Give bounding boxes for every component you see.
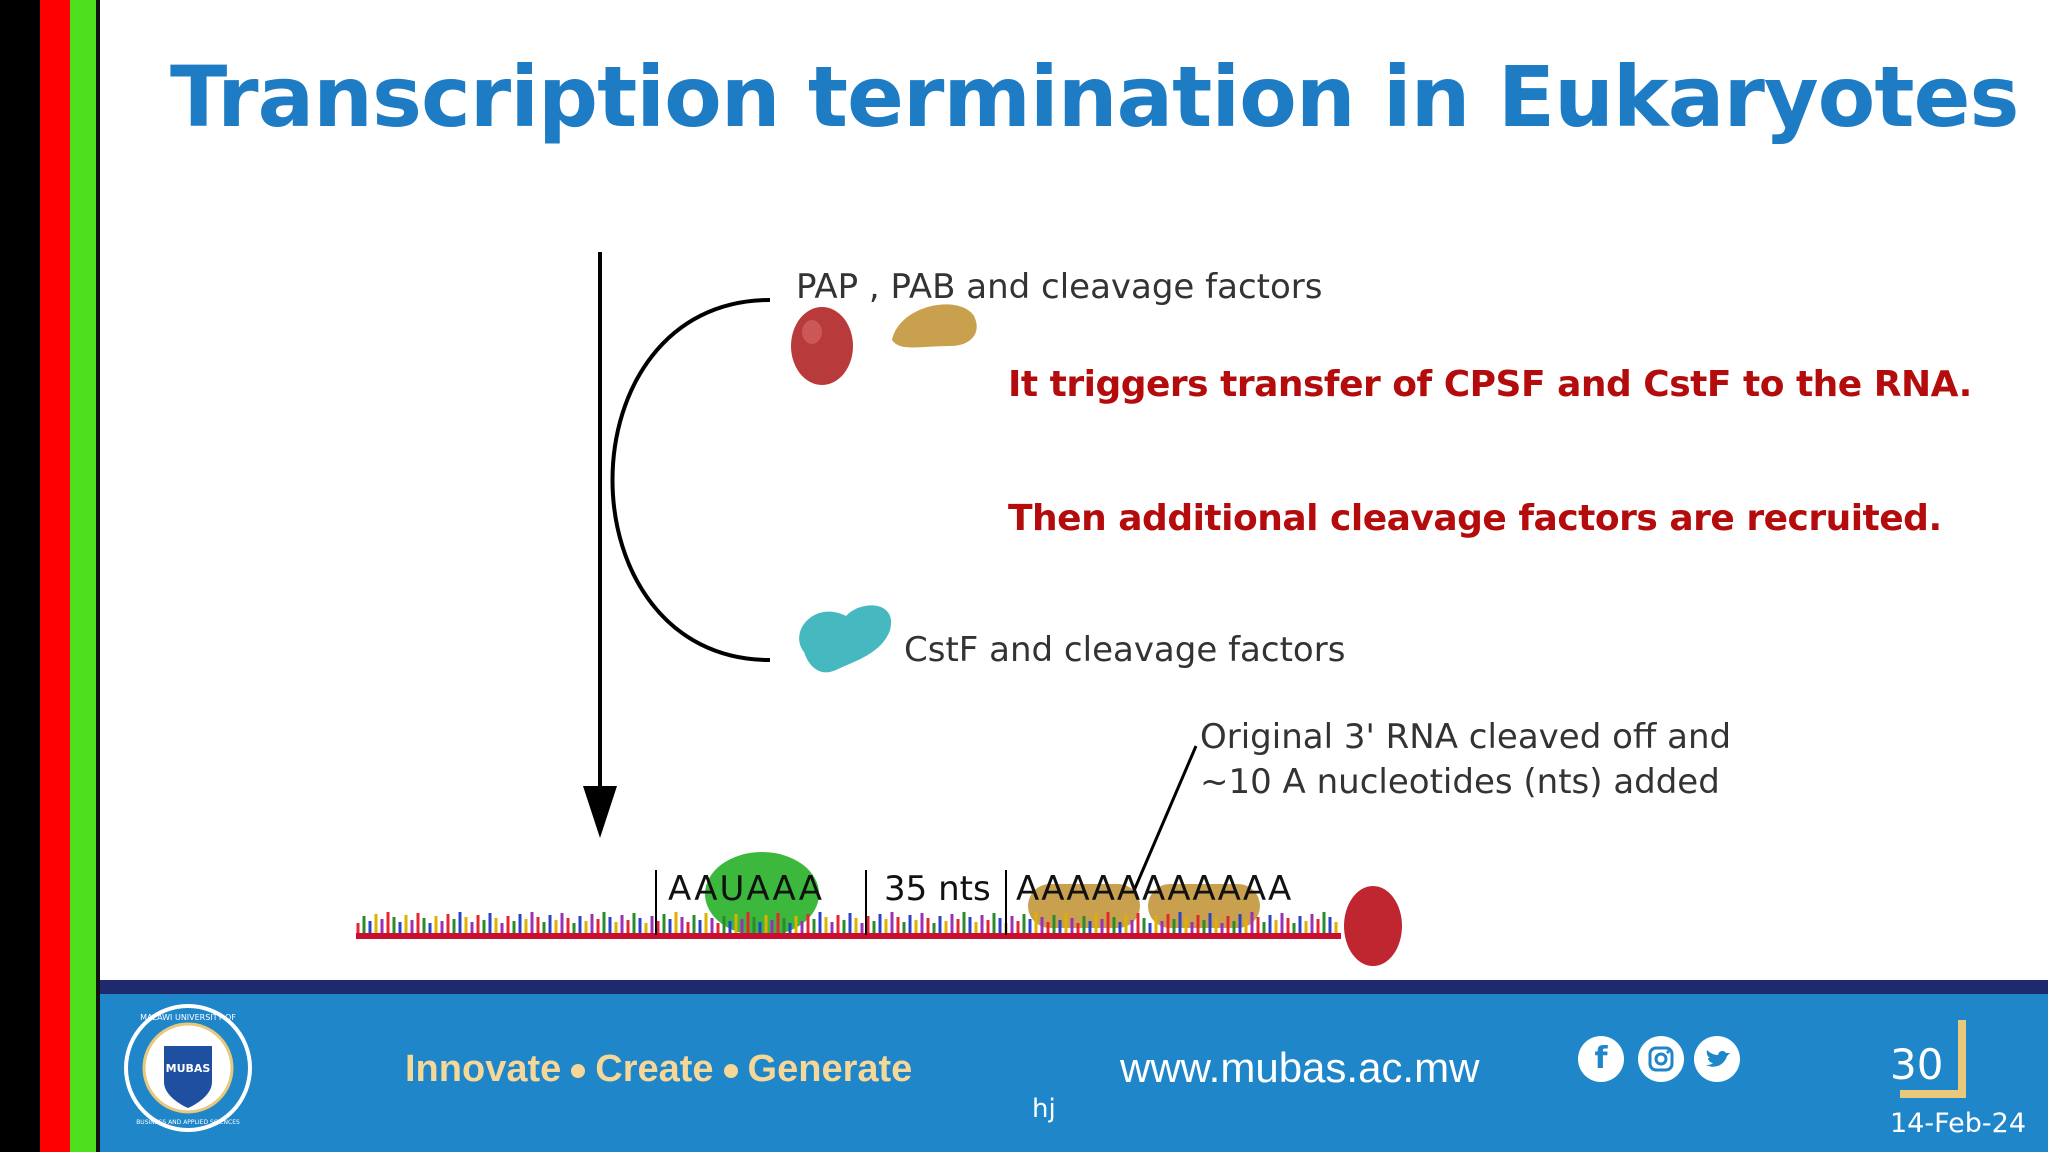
twitter-icon[interactable]: [1694, 1036, 1740, 1082]
seq-aauaaa: AAUAAA: [668, 869, 824, 909]
cstf-protein-icon: [799, 605, 892, 673]
pap-highlight: [802, 320, 822, 344]
label-cstf: CstF and cleavage factors: [904, 630, 1345, 670]
flag-stripe-green: [70, 0, 96, 1152]
seq-polya: AAAAAAAAAAA: [1016, 869, 1292, 909]
footer-bar: [100, 994, 2048, 1152]
pab-bound-2-icon: [1148, 884, 1260, 928]
seq-35nts: 35 nts: [884, 869, 991, 909]
pap-protein-icon: [791, 307, 853, 385]
label-cleaved-line2: ~10 A nucleotides (nts) added: [1200, 762, 1720, 802]
pab-bound-1-icon: [1028, 884, 1140, 928]
website-link[interactable]: www.mubas.ac.mw: [1120, 1044, 1480, 1091]
flag-stripe-red: [40, 0, 70, 1152]
university-logo: MUBAS MALAWI UNIVERSITY OF BUSINESS AND …: [124, 1004, 252, 1132]
svg-text:MALAWI UNIVERSITY OF: MALAWI UNIVERSITY OF: [140, 1013, 236, 1022]
process-arrow-head: [583, 786, 617, 838]
page-corner-vertical: [1958, 1020, 1966, 1098]
pap-bound-icon: [1344, 886, 1402, 966]
slide-title: Transcription termination in Eukaryotes: [170, 48, 2019, 146]
slogan-create: Create: [595, 1048, 714, 1090]
note-cpsf-cstf: It triggers transfer of CPSF and CstF to…: [1008, 364, 1972, 405]
note-recruit: Then additional cleavage factors are rec…: [1008, 498, 1942, 539]
page-number: 30: [1890, 1040, 1944, 1089]
footer-slogan: Innovate Create Generate: [405, 1048, 912, 1091]
label-cleaved-line1: Original 3' RNA cleaved off and: [1200, 717, 1731, 757]
pab-protein-icon: [892, 304, 977, 348]
bracket-curve: [610, 298, 771, 662]
slogan-dot-1: [571, 1063, 586, 1078]
slogan-generate: Generate: [747, 1048, 913, 1090]
footer-note: hj: [1032, 1094, 1056, 1124]
label-pap-pab: PAP , PAB and cleavage factors: [796, 267, 1323, 307]
rna-strand: [356, 912, 1341, 939]
page-corner-horizontal: [1900, 1090, 1966, 1098]
svg-text:MUBAS: MUBAS: [166, 1062, 211, 1075]
instagram-icon[interactable]: [1638, 1036, 1684, 1082]
slogan-innovate: Innovate: [405, 1048, 562, 1090]
flag-stripe-edge: [96, 0, 100, 1152]
termination-diagram: PAP , PAB and cleavage factors CstF and …: [356, 252, 1731, 966]
facebook-icon[interactable]: f: [1578, 1036, 1624, 1082]
slide-date: 14-Feb-24: [1890, 1108, 2027, 1139]
flag-stripe-black: [0, 0, 40, 1152]
footer-divider: [100, 980, 2048, 994]
svg-text:BUSINESS AND APPLIED SCIENCES: BUSINESS AND APPLIED SCIENCES: [136, 1119, 240, 1126]
cpsf-protein-icon: [705, 852, 819, 936]
slogan-dot-2: [723, 1063, 738, 1078]
